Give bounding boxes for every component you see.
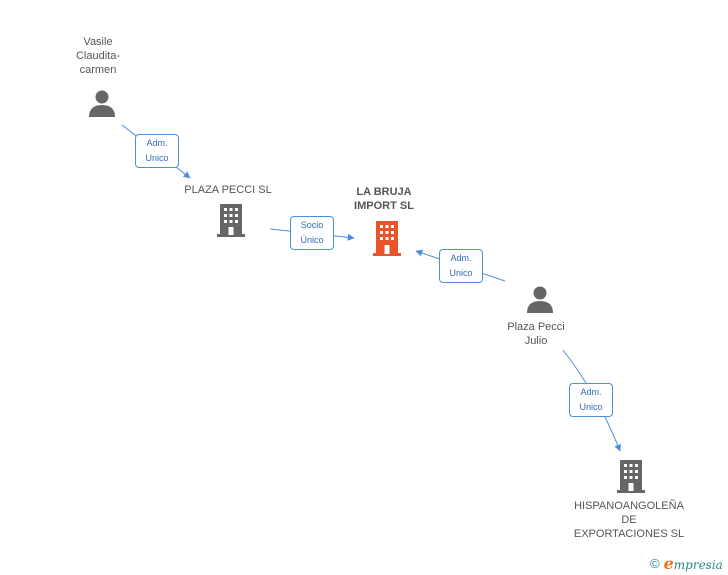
edge-label-line: Unico: [145, 153, 169, 163]
footer-brand: © empresia: [650, 553, 723, 573]
label-line: LA BRUJA: [356, 186, 412, 198]
label-line: HISPANOANGOLEÑA: [574, 500, 684, 512]
edge-label-adm-unico[interactable]: Adm. Unico: [135, 134, 179, 168]
edge-label-line: Socio: [300, 220, 324, 230]
label-line: carmen: [79, 64, 117, 76]
node-label-la-bruja: LA BRUJA IMPORT SL: [334, 185, 434, 213]
person-icon[interactable]: [525, 285, 555, 315]
node-label-plaza-pecci-sl: PLAZA PECCI SL: [168, 183, 288, 197]
node-label-plaza-pecci-julio: Plaza Pecci Julio: [490, 320, 582, 348]
label-line: EXPORTACIONES SL: [573, 528, 685, 540]
copyright-icon: ©: [650, 555, 660, 571]
edge-label-line: Adm.: [580, 387, 602, 397]
node-label-vasile: Vasile Claudita- carmen: [60, 35, 136, 77]
edge-label-line: Unico: [579, 402, 603, 412]
edge-label-line: Único: [300, 235, 324, 245]
node-label-hispanoangolena: HISPANOANGOLEÑA DE EXPORTACIONES SL: [566, 499, 692, 541]
edge-label-line: Unico: [449, 268, 473, 278]
edge-label-line: Adm.: [450, 253, 472, 263]
empresia-logo[interactable]: empresia: [664, 554, 723, 573]
label-line: PLAZA PECCI SL: [184, 184, 272, 196]
brand-rest: mpresia: [673, 557, 723, 572]
edge-label-adm-unico[interactable]: Adm. Unico: [439, 249, 483, 283]
brand-initial: e: [663, 553, 674, 573]
person-icon[interactable]: [87, 89, 117, 119]
label-line: Vasile: [83, 36, 113, 48]
building-icon[interactable]: [372, 220, 402, 256]
label-line: Claudita-: [75, 50, 121, 62]
building-icon[interactable]: [616, 459, 646, 493]
label-line: Plaza Pecci: [507, 321, 565, 333]
label-line: Julio: [524, 335, 548, 347]
label-line: IMPORT SL: [354, 200, 414, 212]
building-icon[interactable]: [216, 203, 246, 237]
edge-label-line: Adm.: [146, 138, 168, 148]
edge-label-adm-unico[interactable]: Adm. Unico: [569, 383, 613, 417]
edge-label-socio-unico[interactable]: Socio Único: [290, 216, 334, 250]
label-line: DE: [621, 514, 637, 526]
